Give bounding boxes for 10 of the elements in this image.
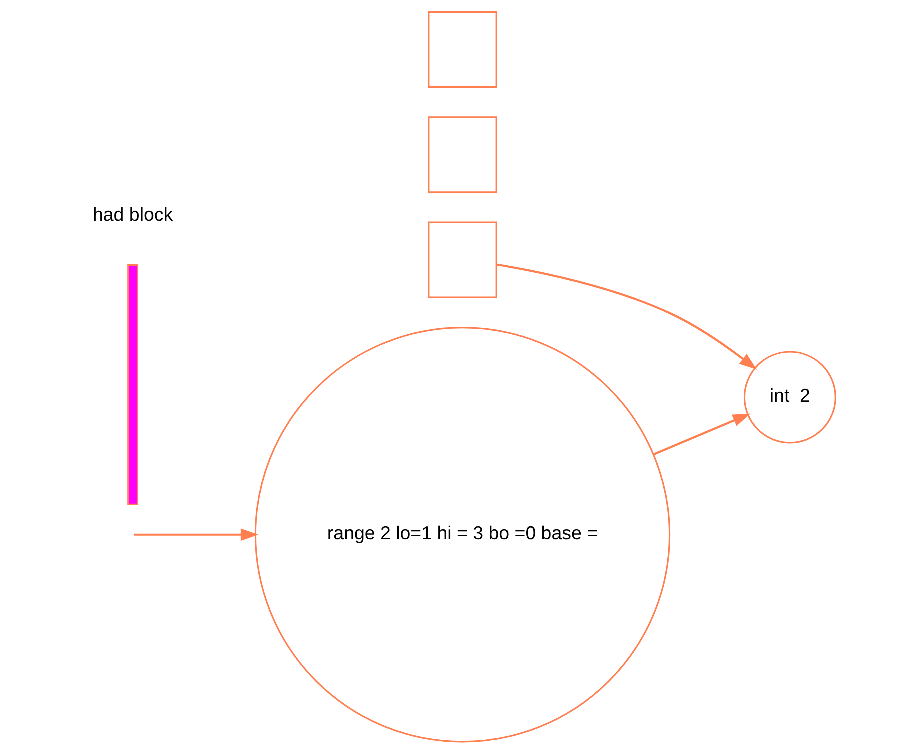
node-circle: range 2 lo=1 hi = 3 bo =0 base = — [254, 327, 670, 743]
label: had block — [92, 204, 173, 225]
arrow — [652, 414, 750, 456]
node-circle: int 2 — [743, 351, 836, 444]
node-box — [428, 12, 497, 88]
node-box — [428, 222, 497, 298]
arrow — [134, 528, 258, 542]
node-bar — [127, 264, 138, 506]
node-box — [428, 116, 497, 194]
arrow — [496, 264, 757, 370]
